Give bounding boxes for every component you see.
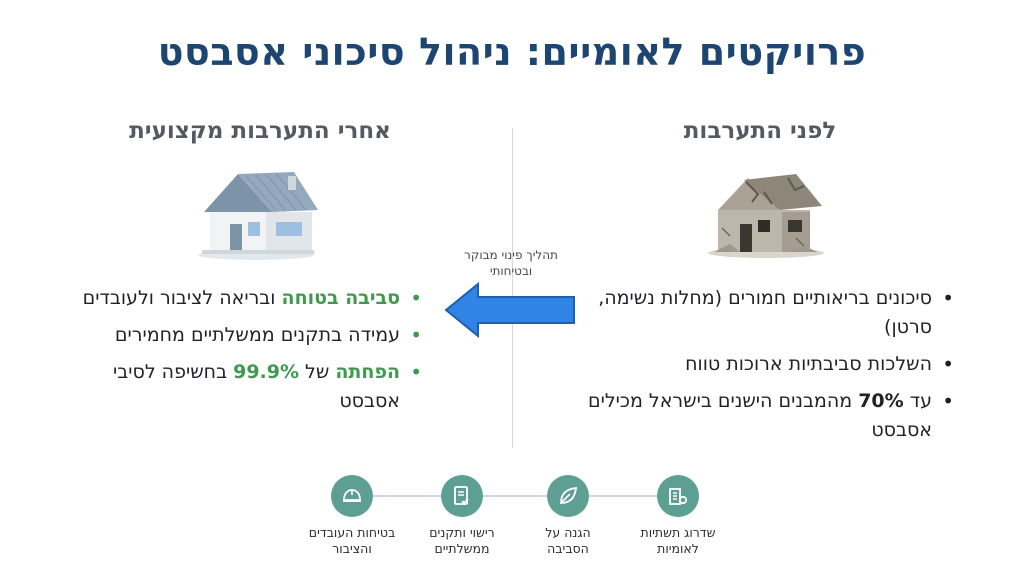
list-item: הפחתה של 99.9% בחשיפה לסיבי אסבסט — [72, 358, 424, 416]
list-item: השלכות סביבתיות ארוכות טווח — [584, 350, 956, 379]
hard-hat-icon — [331, 475, 373, 517]
before-list: סיכונים בריאותיים חמורים (מחלות נשימה, ס… — [584, 284, 956, 453]
building-gear-icon — [657, 475, 699, 517]
after-list: סביבה בטוחה ובריאה לציבור ולעובדים עמידה… — [72, 284, 424, 424]
before-heading: לפני התערבות — [683, 118, 837, 144]
arrow-label: תהליך פינוי מבוקר ובטיחותי — [464, 248, 558, 278]
pillars-connector-line — [352, 495, 688, 497]
page-title: פרויקטים לאומיים: ניהול סיכוני אסבסט — [157, 30, 867, 74]
list-item: עמידה בתקנים ממשלתיים מחמירים — [72, 321, 424, 350]
after-heading: אחרי התערבות מקצועית — [129, 118, 391, 144]
list-item: סיכונים בריאותיים חמורים (מחלות נשימה, ס… — [584, 284, 956, 342]
damaged-house-image — [708, 174, 824, 258]
document-check-icon — [441, 475, 483, 517]
center-divider — [512, 128, 513, 448]
list-item: סביבה בטוחה ובריאה לציבור ולעובדים — [72, 284, 424, 313]
list-item: עד 70% מהמבנים הישנים בישראל מכילים אסבס… — [584, 387, 956, 445]
safe-house-image — [198, 172, 318, 260]
left-arrow-icon — [444, 282, 575, 338]
leaf-icon — [547, 475, 589, 517]
